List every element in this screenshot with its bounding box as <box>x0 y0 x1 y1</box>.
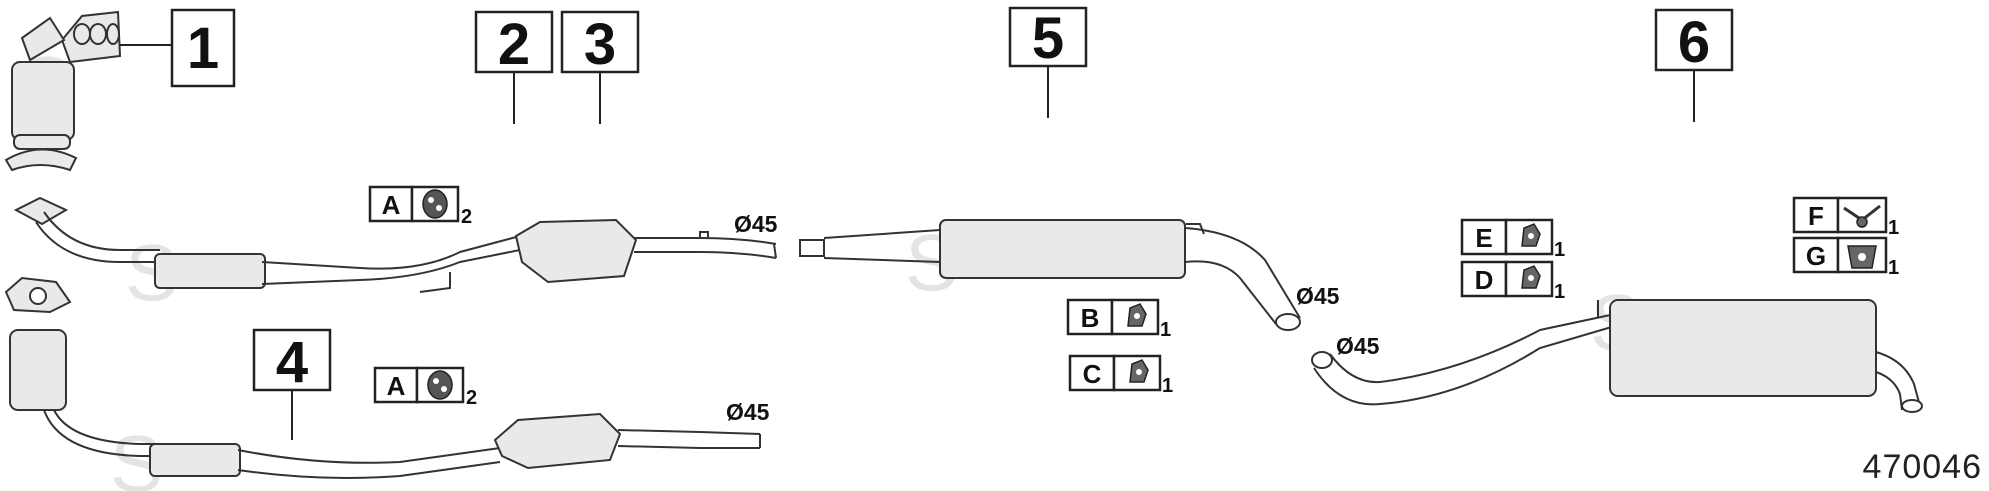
fitting-tag-letter: C <box>1083 359 1102 389</box>
fitting-tag-qty: 1 <box>1162 375 1173 397</box>
fitting-tag-f[interactable]: F 1 <box>1792 196 1899 239</box>
callout-2[interactable]: 2 <box>474 10 554 77</box>
callout-4-number: 4 <box>276 330 308 395</box>
fitting-tag-qty: 1 <box>1888 257 1899 279</box>
fitting-tag-qty: 1 <box>1554 281 1565 303</box>
fitting-tag-a-lower[interactable]: A 2 <box>373 366 477 409</box>
fitting-tag-e[interactable]: E 1 <box>1460 218 1565 261</box>
fitting-tag-letter: G <box>1806 241 1826 271</box>
callout-5[interactable]: 5 <box>1008 6 1088 71</box>
fitting-tag-qty: 2 <box>466 387 477 409</box>
fitting-tag-letter: F <box>1808 201 1824 231</box>
pipe-clamp-icon <box>1521 223 1541 247</box>
pipe-clamp-icon <box>1521 265 1541 289</box>
fitting-tag-letter: B <box>1081 303 1100 333</box>
diagram-reference-number: 470046 <box>1863 448 1982 486</box>
part-1-manifold-catalyst[interactable] <box>4 10 122 172</box>
callout-4[interactable]: 4 <box>252 328 332 395</box>
fitting-tag-letter: A <box>387 371 406 401</box>
pipe-clamp-icon <box>1127 303 1147 327</box>
rubber-hanger-icon <box>427 370 453 400</box>
fitting-tag-letter: D <box>1475 265 1494 295</box>
fitting-tag-letter: E <box>1475 223 1492 253</box>
fitting-tag-d[interactable]: D 1 <box>1460 260 1565 303</box>
fitting-tag-qty: 1 <box>1160 319 1171 341</box>
fitting-tag-a-upper[interactable]: A 2 <box>368 185 472 228</box>
part-2-3-front-pipe[interactable] <box>13 196 777 293</box>
diameter-label-front-pipe: Ø45 <box>734 211 778 237</box>
callout-6[interactable]: 6 <box>1654 8 1734 75</box>
fitting-tag-qty: 2 <box>461 206 472 228</box>
callout-1-number: 1 <box>187 16 219 81</box>
diameter-label-middle-outlet: Ø45 <box>1296 283 1340 309</box>
callout-5-number: 5 <box>1032 6 1064 71</box>
pipe-clamp-icon <box>1129 359 1149 383</box>
fitting-tag-letter: A <box>382 190 401 220</box>
bracket-icon <box>1843 204 1881 228</box>
rubber-hanger-icon <box>422 189 448 219</box>
part-5-middle-silencer[interactable] <box>799 219 1301 331</box>
callout-1[interactable]: 1 <box>170 8 236 88</box>
callout-2-number: 2 <box>498 12 530 77</box>
fitting-tag-qty: 1 <box>1554 239 1565 261</box>
callout-6-number: 6 <box>1678 10 1710 75</box>
diameter-label-front-pipe-alt: Ø45 <box>726 399 770 425</box>
callout-3-number: 3 <box>584 12 616 77</box>
fitting-tag-qty: 1 <box>1888 217 1899 239</box>
fitting-tag-g[interactable]: G 1 <box>1792 236 1899 279</box>
fitting-tag-c[interactable]: C 1 <box>1068 354 1173 397</box>
part-6-rear-silencer[interactable] <box>1311 299 1923 413</box>
callout-3[interactable]: 3 <box>560 10 640 77</box>
part-4-front-pipe-alt[interactable] <box>4 276 761 479</box>
fitting-tag-b[interactable]: B 1 <box>1066 298 1171 341</box>
rubber-mount-icon <box>1847 245 1877 269</box>
diameter-label-rear-inlet: Ø45 <box>1336 333 1380 359</box>
